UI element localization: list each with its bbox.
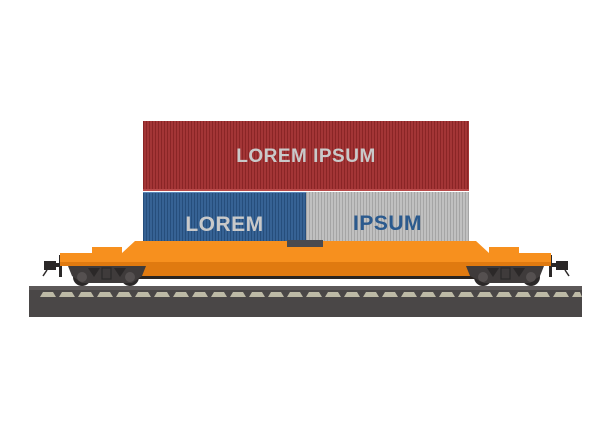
- railway-track: [29, 286, 582, 317]
- top-container-red: LOREM IPSUM: [143, 121, 469, 191]
- bottom-right-container-gray: IPSUM: [306, 192, 469, 242]
- bottom-left-container-label: LOREM: [185, 213, 264, 236]
- left-coupler: [42, 255, 62, 277]
- left-bogie: [68, 266, 146, 286]
- railroad-ties: [40, 292, 582, 297]
- right-bogie: [466, 266, 544, 286]
- top-container-label: LOREM IPSUM: [236, 146, 376, 167]
- bottom-right-container-label: IPSUM: [352, 212, 422, 235]
- flatcar-body: [60, 240, 551, 279]
- right-coupler: [549, 255, 570, 277]
- bottom-left-container-blue: LOREM: [143, 192, 306, 242]
